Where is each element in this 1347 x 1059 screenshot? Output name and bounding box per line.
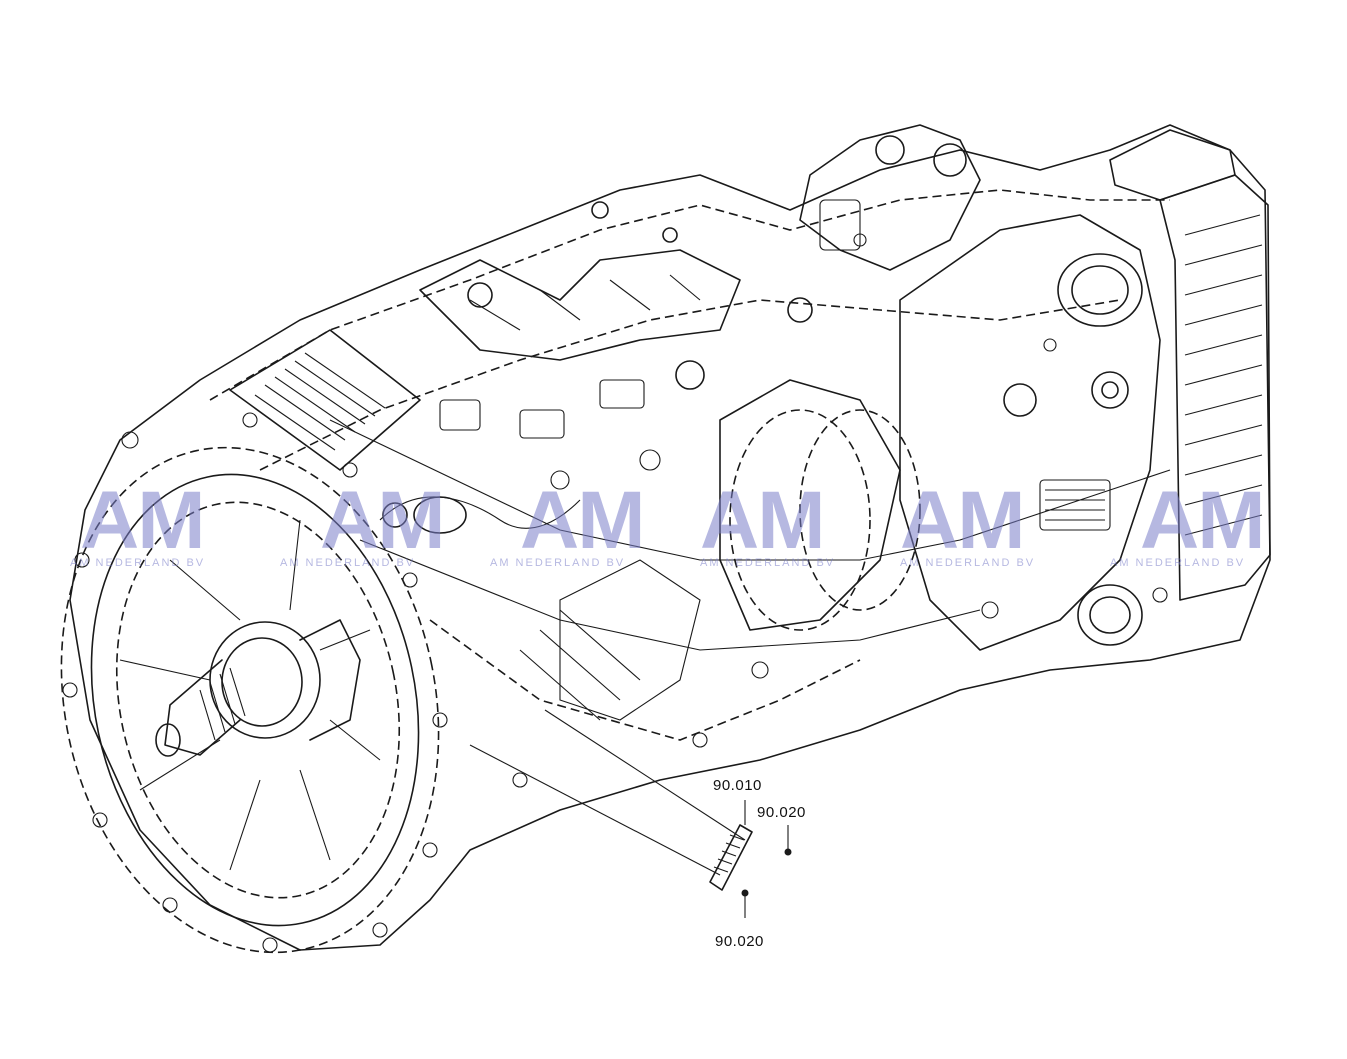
transmission-housing	[69, 124, 1271, 951]
leader-lines	[469, 709, 789, 918]
watermark-logo: AM	[520, 475, 644, 566]
watermark-logo: AM	[80, 475, 204, 566]
watermark-caption-row: AM NEDERLAND BV AM NEDERLAND BV AM NEDER…	[70, 557, 1245, 569]
control-block	[229, 201, 813, 471]
bell-housing	[60, 412, 448, 954]
watermark-caption: AM NEDERLAND BV	[1110, 557, 1245, 569]
watermark-logo: AM	[700, 475, 824, 566]
wiring-harness	[379, 496, 581, 534]
retarder-valve	[799, 124, 981, 271]
rear-housing	[899, 214, 1168, 651]
watermark-caption: AM NEDERLAND BV	[900, 557, 1035, 569]
oil-cooler	[1109, 129, 1271, 601]
input-shaft	[155, 619, 361, 757]
main-housing-details	[512, 379, 921, 788]
callout-label-90020-lower: 90.020	[715, 933, 764, 950]
watermark-caption: AM NEDERLAND BV	[70, 557, 205, 569]
watermark-logo-row: AM AM AM AM AM AM	[80, 475, 1266, 566]
watermark-logo: AM	[1140, 475, 1264, 566]
watermark-caption: AM NEDERLAND BV	[700, 557, 835, 569]
watermark-logo: AM	[320, 475, 444, 566]
watermark-caption: AM NEDERLAND BV	[280, 557, 415, 569]
watermark-logo: AM	[900, 475, 1024, 566]
watermark: AM AM AM AM AM AM AM NEDERLAND BV AM NED…	[70, 475, 1266, 569]
watermark-caption: AM NEDERLAND BV	[490, 557, 625, 569]
spring-part	[709, 824, 792, 897]
callout-label-90020-upper: 90.020	[757, 804, 806, 821]
callout-label-90010: 90.010	[713, 777, 762, 794]
